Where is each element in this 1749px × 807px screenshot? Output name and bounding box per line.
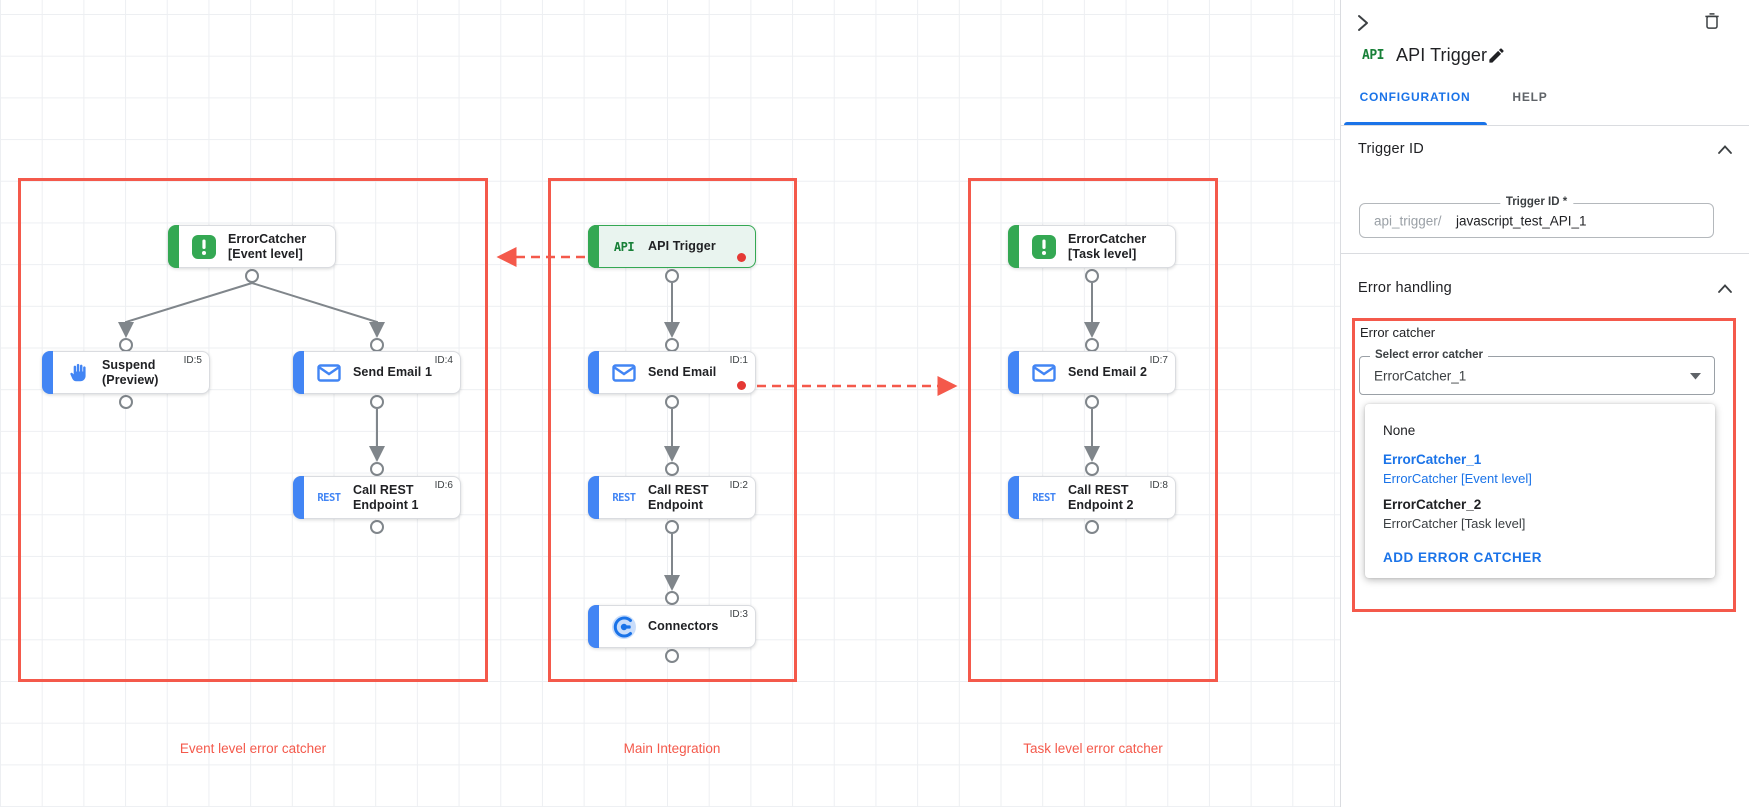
tab-help[interactable]: HELP (1512, 90, 1548, 104)
task-level-caption: Task level error catcher (1023, 741, 1163, 756)
node-label: Call REST Endpoint 2 (1068, 482, 1134, 512)
node-call-rest-endpoint-2[interactable]: REST Call REST Endpoint 2 ID:8 (1008, 476, 1176, 519)
connectors-icon (609, 614, 639, 640)
node-api-trigger[interactable]: API API Trigger (588, 225, 756, 268)
node-id-badge: ID:5 (183, 355, 202, 366)
node-label: ErrorCatcher [Event level] (228, 231, 307, 261)
error-handling-section-header: Error handling (1358, 280, 1452, 296)
node-label: Connectors (648, 619, 719, 634)
error-catcher-icon (189, 234, 219, 260)
node-send-email[interactable]: Send Email ID:1 (588, 351, 756, 394)
node-call-rest-endpoint-1[interactable]: REST Call REST Endpoint 1 ID:6 (293, 476, 461, 519)
rest-icon: REST (1032, 491, 1056, 504)
error-handling-collapse-icon[interactable] (1718, 284, 1732, 293)
config-panel: API API Trigger CONFIGURATION HELP Trigg… (1340, 0, 1749, 807)
panel-title: API Trigger (1396, 45, 1488, 65)
tab-configuration[interactable]: CONFIGURATION (1359, 90, 1471, 104)
integration-canvas[interactable]: Event level error catcher Main Integrati… (0, 0, 1340, 807)
node-send-email-1[interactable]: Send Email 1 ID:4 (293, 351, 461, 394)
connector-edges (118, 247, 1100, 663)
node-label: Suspend (Preview) (102, 357, 159, 387)
trigger-id-collapse-icon[interactable] (1718, 145, 1732, 154)
node-id-badge: ID:7 (1149, 355, 1168, 366)
email-icon (1029, 363, 1059, 382)
api-trigger-icon: API (613, 239, 635, 254)
node-accent-bar (588, 225, 599, 268)
node-connectors[interactable]: Connectors ID:3 (588, 605, 756, 648)
node-id-badge: ID:4 (434, 355, 453, 366)
select-error-catcher[interactable]: Select error catcher ErrorCatcher_1 (1359, 349, 1715, 395)
select-caret-icon (1690, 373, 1701, 380)
node-id-badge: ID:6 (434, 480, 453, 491)
node-label: Send Email 1 (353, 365, 433, 380)
section-divider (1341, 253, 1749, 254)
error-catcher-icon (1029, 234, 1059, 260)
node-label: API Trigger (648, 239, 716, 254)
task-level-group-box (968, 178, 1218, 682)
delete-trigger-icon[interactable] (1702, 10, 1722, 32)
node-accent-bar (293, 351, 304, 394)
event-level-group-box (18, 178, 488, 682)
node-accent-bar (588, 351, 599, 394)
trigger-id-prefix: api_trigger/ (1374, 213, 1442, 228)
select-error-catcher-value: ErrorCatcher_1 (1374, 368, 1467, 383)
menu-item-error-catcher-2[interactable]: ErrorCatcher_2 ErrorCatcher [Task level] (1383, 497, 1526, 531)
node-send-email-2[interactable]: Send Email 2 ID:7 (1008, 351, 1176, 394)
error-catcher-dropdown-menu: None ErrorCatcher_1 ErrorCatcher [Event … (1365, 404, 1715, 578)
node-accent-bar (588, 605, 599, 648)
node-label: ErrorCatcher [Task level] (1068, 231, 1147, 261)
node-error-catcher-event[interactable]: ErrorCatcher [Event level] (168, 225, 336, 268)
node-accent-bar (293, 476, 304, 519)
node-accent-bar (42, 351, 53, 394)
node-accent-bar (1008, 225, 1019, 268)
rest-icon: REST (317, 491, 341, 504)
tabs-divider (1341, 125, 1749, 126)
main-integration-group-box (548, 178, 797, 682)
email-icon (314, 363, 344, 382)
node-label: Call REST Endpoint 1 (353, 482, 419, 512)
active-tab-underline (1344, 122, 1487, 125)
edit-name-icon[interactable] (1487, 46, 1506, 65)
api-trigger-error-dot (737, 253, 746, 262)
node-call-rest-endpoint[interactable]: REST Call REST Endpoint ID:2 (588, 476, 756, 519)
trigger-id-field[interactable]: Trigger ID * api_trigger/ javascript_tes… (1359, 196, 1714, 238)
trigger-id-value: javascript_test_API_1 (1456, 213, 1587, 228)
menu-item-none[interactable]: None (1383, 423, 1416, 438)
error-catcher-label: Error catcher (1360, 325, 1436, 340)
node-id-badge: ID:1 (729, 355, 748, 366)
suspend-hand-icon (63, 362, 93, 383)
node-suspend[interactable]: Suspend (Preview) ID:5 (42, 351, 210, 394)
node-accent-bar (168, 225, 179, 268)
menu-item-error-catcher-1[interactable]: ErrorCatcher_1 ErrorCatcher [Event level… (1383, 452, 1532, 486)
node-id-badge: ID:8 (1149, 480, 1168, 491)
node-label: Call REST Endpoint (648, 482, 709, 512)
node-error-catcher-task[interactable]: ErrorCatcher [Task level] (1008, 225, 1176, 268)
add-error-catcher-button[interactable]: ADD ERROR CATCHER (1383, 550, 1542, 565)
node-label: Send Email (648, 365, 717, 380)
trigger-id-section-header: Trigger ID (1358, 141, 1424, 157)
trigger-id-field-label: Trigger ID * (1499, 196, 1574, 208)
send-email-error-dot (737, 381, 746, 390)
api-trigger-badge-icon: API (1362, 48, 1384, 63)
node-label: Send Email 2 (1068, 365, 1148, 380)
main-integration-caption: Main Integration (623, 741, 721, 756)
panel-collapse-icon[interactable] (1355, 14, 1371, 32)
email-icon (609, 363, 639, 382)
node-accent-bar (1008, 351, 1019, 394)
node-id-badge: ID:2 (729, 480, 748, 491)
event-level-caption: Event level error catcher (179, 741, 327, 756)
error-catcher-highlight-box (1352, 318, 1736, 612)
node-accent-bar (1008, 476, 1019, 519)
node-id-badge: ID:3 (729, 609, 748, 620)
rest-icon: REST (612, 491, 636, 504)
node-accent-bar (588, 476, 599, 519)
select-error-catcher-label: Select error catcher (1370, 349, 1489, 361)
